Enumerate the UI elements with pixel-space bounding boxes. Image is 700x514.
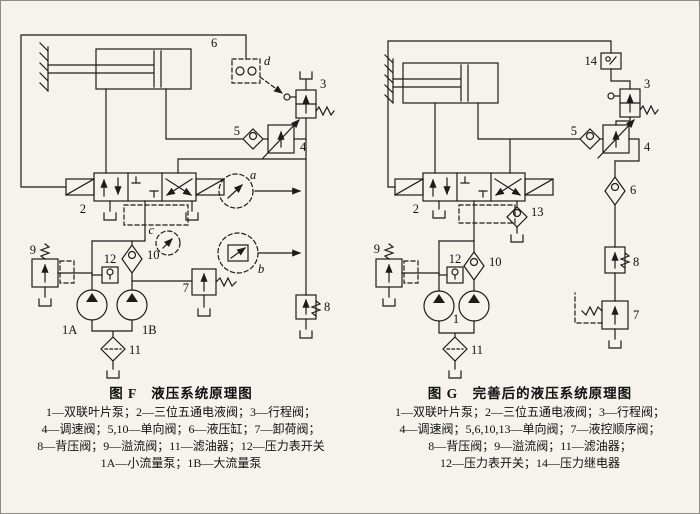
check-valve-6	[603, 175, 626, 207]
travel-valve-3	[283, 71, 335, 140]
check-valve-13	[505, 200, 528, 243]
speed-valve-4	[262, 119, 307, 159]
hydraulic-cylinder	[39, 42, 244, 174]
figure-g: 14 3 5 4	[361, 1, 699, 513]
label-1b: 1B	[142, 323, 157, 337]
pressure-gauge-switch-12	[437, 266, 464, 284]
label-8: 8	[633, 255, 639, 269]
label-3: 3	[644, 77, 650, 91]
figure-g-schematic: 14 3 5 4	[373, 40, 659, 379]
label-14: 14	[584, 54, 597, 68]
hydraulic-cylinder	[383, 54, 581, 174]
pressure-gauge-switch-12	[91, 266, 119, 284]
check-valve-5	[578, 128, 604, 150]
label-8: 8	[324, 300, 330, 314]
label-11: 11	[471, 343, 483, 357]
back-pressure-valve-8	[603, 246, 631, 274]
caption-line: 1—双联叶片泵；2—三位五通电液阀；3—行程阀；	[394, 405, 665, 419]
filter-11	[91, 319, 133, 379]
label-4: 4	[644, 140, 651, 154]
label-10: 10	[489, 255, 502, 269]
caption-line: 1—双联叶片泵；2—三位五通电液阀；3—行程阀；	[45, 405, 316, 419]
relief-valve-9	[31, 243, 93, 307]
bypass-line	[177, 158, 307, 174]
back-pressure-valve-8	[295, 294, 322, 339]
caption-line: 4—调速阀；5,6,10,13—单向阀；7—液控顺序阀；	[399, 422, 661, 437]
figure-f-caption: 图 F 液压系统原理图 1—双联叶片泵；2—三位五通电液阀；3—行程阀； 4—调…	[1, 382, 361, 472]
filter-11	[437, 320, 475, 379]
pump-1b	[116, 289, 148, 321]
caption-line: 4—调速阀；5,10—单向阀；6—液压缸；7—卸荷阀；	[41, 422, 321, 437]
pilot-lines	[20, 34, 247, 188]
label-1a: 1A	[62, 323, 77, 337]
label-9: 9	[30, 243, 36, 257]
check-valve-5	[242, 128, 269, 150]
label-9: 9	[373, 242, 379, 256]
caption-line: 8—背压阀；9—溢流阀；11—滤油器；12—压力表开关	[37, 439, 325, 454]
label-6: 6	[630, 183, 636, 197]
pressure-lines	[437, 200, 475, 242]
label-13: 13	[531, 205, 544, 219]
pilot-circle-a	[218, 173, 302, 209]
figure-f-schematic: 6 d 3	[20, 34, 335, 379]
pressure-lines	[91, 200, 146, 242]
label-4: 4	[300, 140, 307, 154]
label-a: a	[250, 168, 256, 182]
figure-f: 6 d 3	[1, 1, 361, 513]
label-3: 3	[320, 77, 326, 91]
check-valve-10	[121, 240, 143, 291]
sequence-valve-7	[573, 292, 629, 349]
figure-f-title: 图 F 液压系统原理图	[109, 386, 253, 401]
figure-g-caption: 图 G 完善后的液压系统原理图 1—双联叶片泵；2—三位五通电液阀；3—行程阀；…	[361, 382, 699, 472]
relief-valve-9	[374, 243, 440, 307]
pilot-circle-b	[217, 232, 302, 274]
label-11: 11	[129, 343, 141, 357]
travel-valve-3	[606, 88, 659, 126]
label-5: 5	[234, 124, 240, 138]
pilot-lines	[386, 40, 612, 188]
directional-valve-2	[393, 172, 554, 224]
cam-box-d	[231, 58, 283, 94]
label-7: 7	[183, 281, 189, 295]
label-5: 5	[570, 124, 576, 138]
unload-valve-7	[131, 268, 237, 317]
label-6: 6	[211, 36, 217, 50]
caption-line: 8—背压阀；9—溢流阀；11—滤油器；	[428, 439, 632, 454]
label-10: 10	[147, 248, 160, 262]
caption-line: 1A—小流量泵；1B—大流量泵	[100, 456, 262, 471]
figure-g-title: 图 G 完善后的液压系统原理图	[427, 386, 633, 401]
label-1: 1	[452, 312, 458, 326]
pressure-relay-14	[599, 52, 631, 90]
speed-valve-4	[596, 119, 640, 162]
pilot-circle-c	[155, 230, 181, 256]
label-c: c	[148, 223, 154, 237]
check-valve-10	[462, 240, 485, 292]
label-2: 2	[80, 202, 86, 216]
label-12: 12	[448, 252, 461, 266]
caption-line: 12—压力表开关；14—压力继电器	[439, 456, 620, 471]
label-d: d	[264, 54, 271, 68]
label-b: b	[258, 262, 264, 276]
label-2: 2	[412, 202, 418, 216]
label-7: 7	[633, 308, 639, 322]
label-12: 12	[104, 252, 117, 266]
